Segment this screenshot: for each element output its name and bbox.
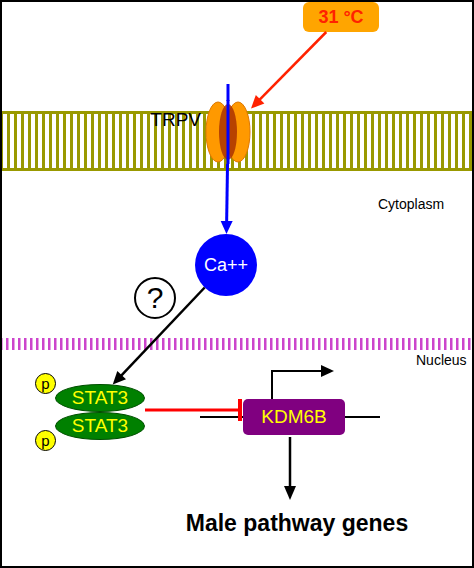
node-text: p [41,376,49,391]
region-label: Nucleus [416,352,467,368]
inhibition-connector [145,399,240,421]
connector-line [145,409,240,412]
calcium-ion-circle: Ca++ [195,234,257,296]
stat3-ellipse: STAT3 [55,384,145,412]
gene-box: KDM6B [243,399,345,435]
connector-line [259,32,327,101]
node-text: p [41,433,49,448]
node-text: STAT3 [72,387,128,409]
arrow-head [113,371,126,385]
temperature-box: 31 °C [303,2,379,32]
arrow-connector [251,32,326,109]
unknown-step-circle: ? [134,277,176,319]
calcium-flow-line [227,84,230,101]
phosphate-circle: p [35,430,56,451]
arrow-head [251,95,264,108]
node-text: TRPV [150,109,201,131]
node-text: Ca++ [204,255,248,276]
connector-line [120,288,204,377]
arrow-connector [221,164,233,234]
trpv-channel: TRPV [205,100,251,164]
nuclear-membrane [2,338,472,350]
node-text: ? [147,283,164,313]
promoter-arrow [272,365,334,399]
inhibition-bar [238,399,242,421]
channel-shape [205,100,251,164]
expression-arrow [284,437,296,500]
phosphate-circle: p [35,373,56,394]
region-label: Cytoplasm [378,196,444,212]
arrow-connector [113,288,205,385]
arrow-head [221,221,233,234]
outcome-text: Male pathway genes [140,510,454,537]
node-text: 31 °C [318,7,363,28]
stat3-ellipse: STAT3 [55,412,145,440]
node-text: KDM6B [261,406,326,428]
node-text: STAT3 [72,415,128,437]
connector-line [225,164,229,223]
